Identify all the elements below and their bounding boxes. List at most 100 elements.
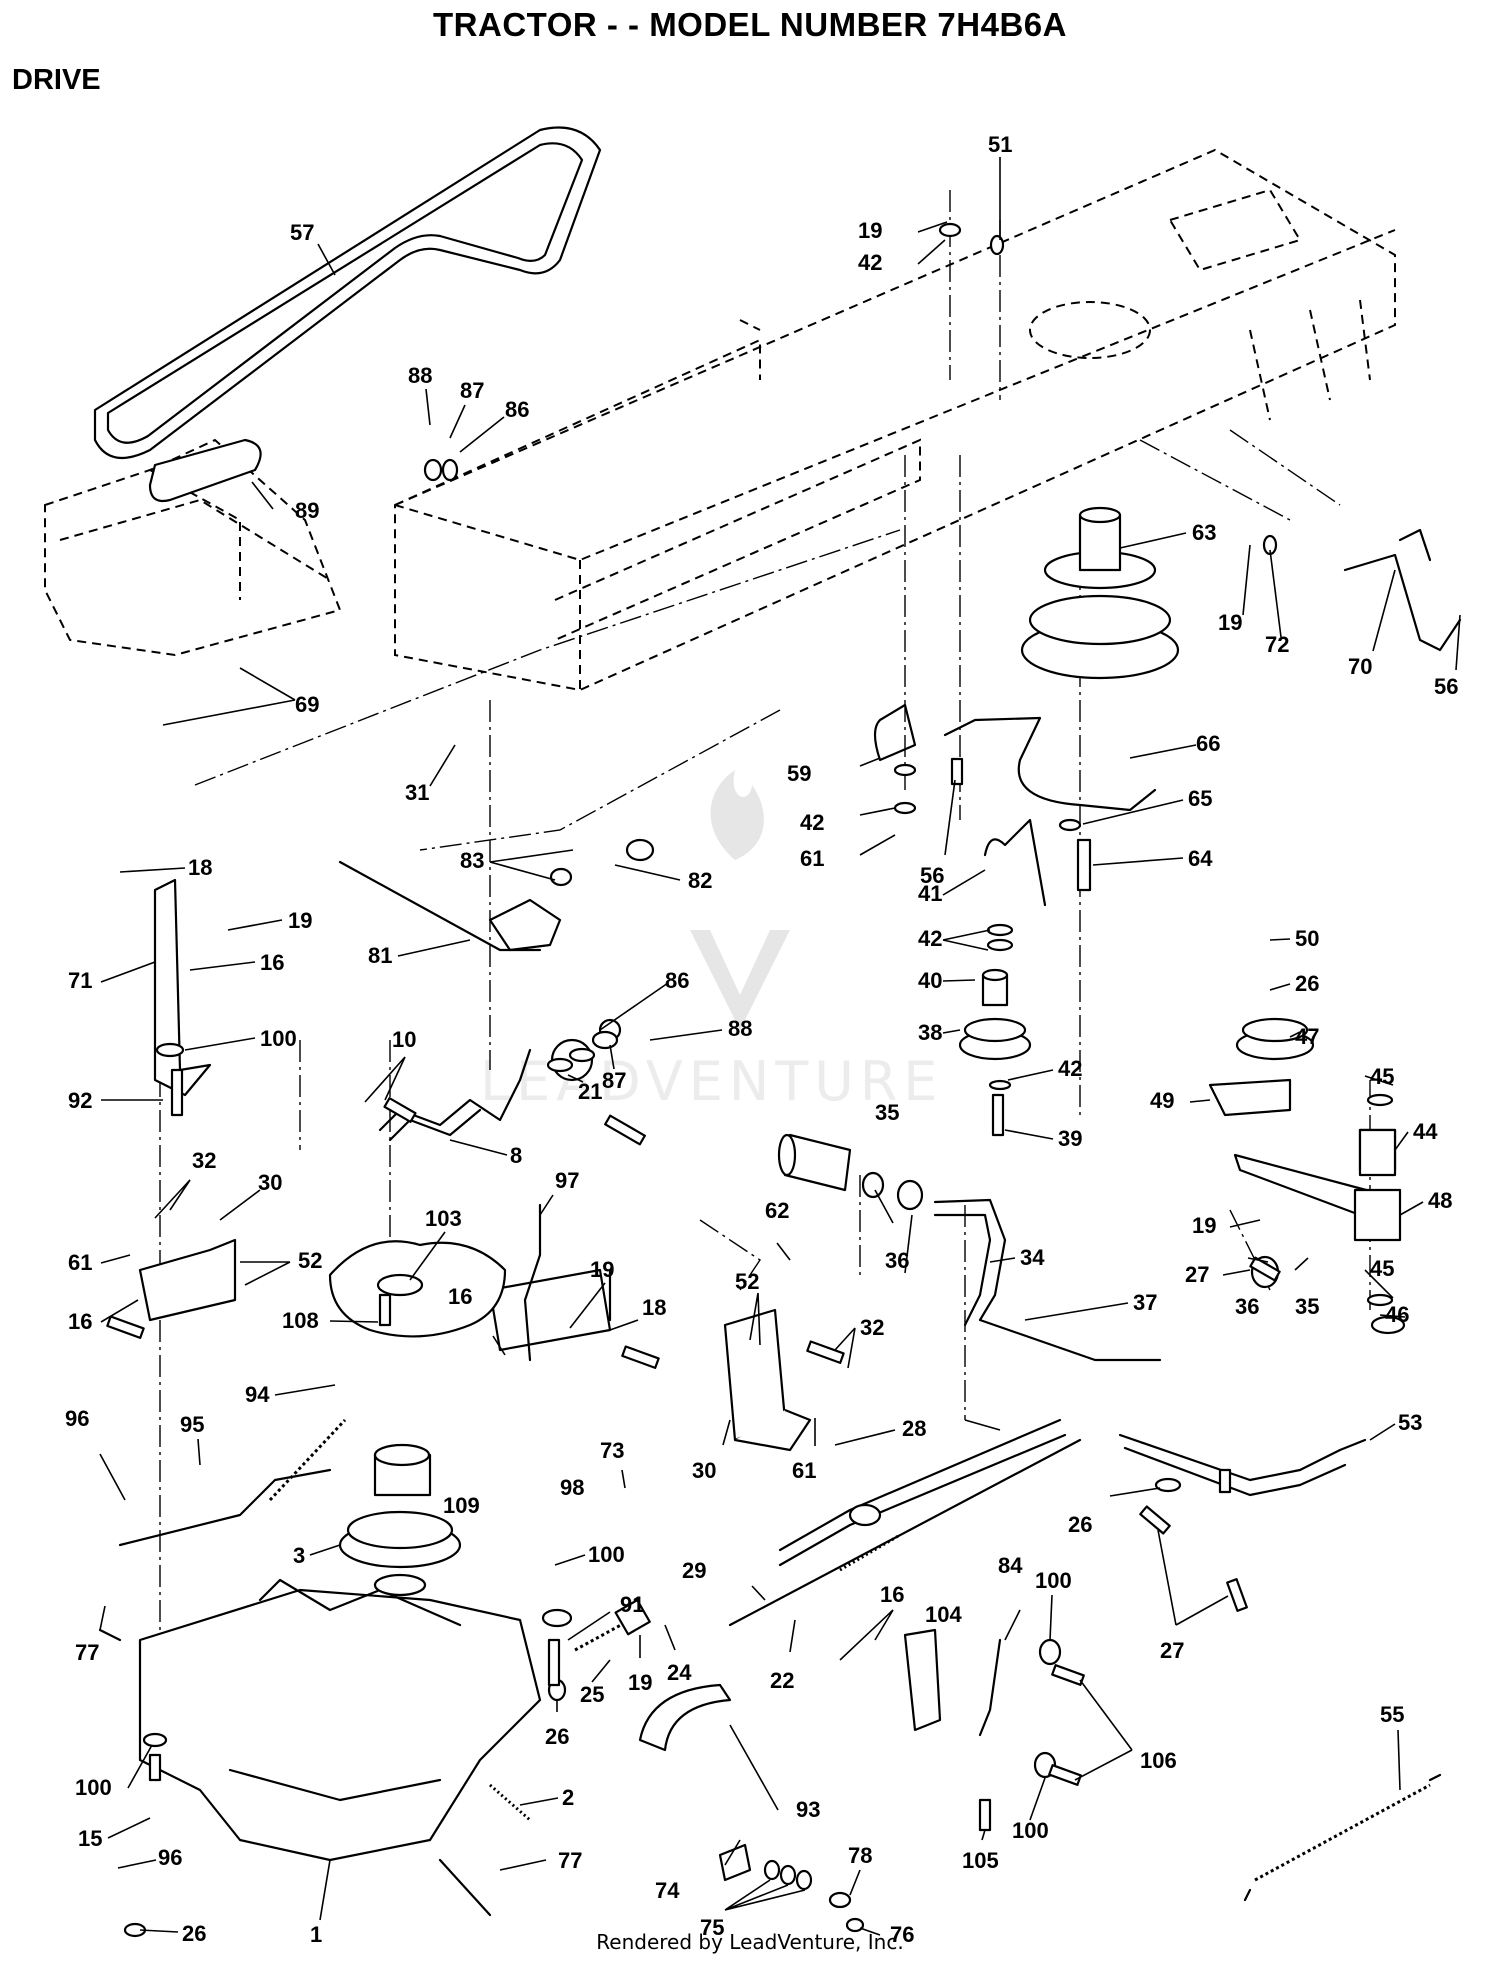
- callout-32: 32: [192, 1148, 216, 1173]
- callout-71: 71: [68, 968, 92, 993]
- callout-47: 47: [1295, 1024, 1319, 1049]
- callout-16: 16: [880, 1582, 904, 1607]
- callout-100: 100: [260, 1026, 297, 1051]
- callout-51: 51: [988, 132, 1012, 157]
- callout-96: 96: [158, 1845, 182, 1870]
- fan-hub-109: [373, 1443, 432, 1497]
- callout-93: 93: [796, 1797, 820, 1822]
- callout-56: 56: [920, 863, 944, 888]
- callout-32: 32: [860, 1315, 884, 1340]
- callout-19: 19: [628, 1670, 652, 1695]
- bushing-62: [777, 1133, 852, 1192]
- bolts: [106, 757, 1281, 1832]
- callout-70: 70: [1348, 654, 1372, 679]
- callout-100: 100: [1035, 1568, 1072, 1593]
- watermark-text: LEADVENTURE: [480, 1050, 943, 1113]
- rod-28: [778, 1418, 1067, 1567]
- callout-95: 95: [180, 1412, 204, 1437]
- bushing-74: [718, 1843, 752, 1882]
- callout-26: 26: [1068, 1512, 1092, 1537]
- callout-61: 61: [68, 1250, 92, 1275]
- belt-keeper-59: [873, 703, 917, 762]
- linkage-70: [1343, 528, 1462, 652]
- callout-50: 50: [1295, 926, 1319, 951]
- hose-93: [638, 1683, 732, 1752]
- section-heading: DRIVE: [12, 64, 101, 96]
- belt-keeper-66: [943, 716, 1157, 812]
- callout-19: 19: [288, 908, 312, 933]
- callout-1: 1: [310, 1922, 322, 1947]
- callout-19: 19: [590, 1257, 614, 1282]
- callout-56: 56: [1434, 674, 1458, 699]
- callout-labels: 57 89 88 87 86 69 31 51 19 42 63 19 72 7…: [65, 132, 1458, 1947]
- callout-52: 52: [298, 1248, 322, 1273]
- callout-92: 92: [68, 1088, 92, 1113]
- callout-24: 24: [667, 1660, 692, 1685]
- callout-77: 77: [558, 1848, 582, 1873]
- spring-25: [574, 1599, 651, 1652]
- callout-19: 19: [858, 218, 882, 243]
- callout-49: 49: [1150, 1088, 1174, 1113]
- callout-86: 86: [505, 397, 529, 422]
- callout-88: 88: [408, 363, 432, 388]
- callout-36: 36: [1235, 1294, 1259, 1319]
- bearing-44: [1358, 1128, 1397, 1177]
- bracket-71: [153, 878, 212, 1097]
- callout-2: 2: [562, 1785, 574, 1810]
- callout-26: 26: [545, 1724, 569, 1749]
- spring-2: [489, 1783, 531, 1822]
- shaft-53: [1118, 1433, 1367, 1497]
- callout-48: 48: [1428, 1188, 1452, 1213]
- brake-rod-95: [118, 1418, 347, 1547]
- callout-27: 27: [1185, 1262, 1209, 1287]
- callout-104: 104: [925, 1602, 962, 1627]
- callout-16: 16: [260, 950, 284, 975]
- cooling-fan: [328, 1240, 507, 1338]
- callout-100: 100: [1012, 1818, 1049, 1843]
- callout-42: 42: [918, 926, 942, 951]
- callout-100: 100: [588, 1542, 625, 1567]
- callout-41: 41: [918, 881, 942, 906]
- shift-rod-81: [338, 860, 562, 952]
- callout-36: 36: [885, 1248, 909, 1273]
- callout-96: 96: [65, 1406, 89, 1431]
- callout-40: 40: [918, 968, 942, 993]
- spring-55: [1243, 1773, 1442, 1902]
- callout-42: 42: [1058, 1056, 1082, 1081]
- callout-106: 106: [1140, 1748, 1177, 1773]
- callout-22: 22: [770, 1668, 794, 1693]
- callout-61: 61: [792, 1458, 816, 1483]
- callout-75: 75: [700, 1915, 724, 1940]
- callout-45: 45: [1370, 1256, 1394, 1281]
- callout-35: 35: [875, 1100, 899, 1125]
- callout-8: 8: [510, 1143, 522, 1168]
- callout-76: 76: [890, 1922, 914, 1947]
- callout-16: 16: [68, 1309, 92, 1334]
- callout-87: 87: [460, 378, 484, 403]
- idler-pulley-47: [1235, 1017, 1315, 1061]
- rod-22: [728, 1438, 1082, 1627]
- callout-39: 39: [1058, 1126, 1082, 1151]
- callout-55: 55: [1380, 1702, 1404, 1727]
- callout-10: 10: [392, 1027, 416, 1052]
- callout-26: 26: [182, 1921, 206, 1946]
- callout-87: 87: [602, 1068, 626, 1093]
- callout-53: 53: [1398, 1410, 1422, 1435]
- callout-88: 88: [728, 1016, 752, 1041]
- callout-82: 82: [688, 868, 712, 893]
- footer-credit: Rendered by LeadVenture, Inc.: [596, 1930, 904, 1954]
- callout-28: 28: [902, 1416, 926, 1441]
- tractor-frame: [44, 148, 1396, 1640]
- callout-109: 109: [443, 1493, 480, 1518]
- engine-pulley: [1020, 506, 1180, 680]
- callout-42: 42: [858, 250, 882, 275]
- callout-59: 59: [787, 761, 811, 786]
- callout-35: 35: [1295, 1294, 1319, 1319]
- callout-18: 18: [188, 855, 212, 880]
- callout-73: 73: [600, 1438, 624, 1463]
- rod-97: [523, 1203, 542, 1362]
- callout-21: 21: [578, 1079, 602, 1104]
- callout-26: 26: [1295, 971, 1319, 996]
- callout-66: 66: [1196, 731, 1220, 756]
- callout-30: 30: [258, 1170, 282, 1195]
